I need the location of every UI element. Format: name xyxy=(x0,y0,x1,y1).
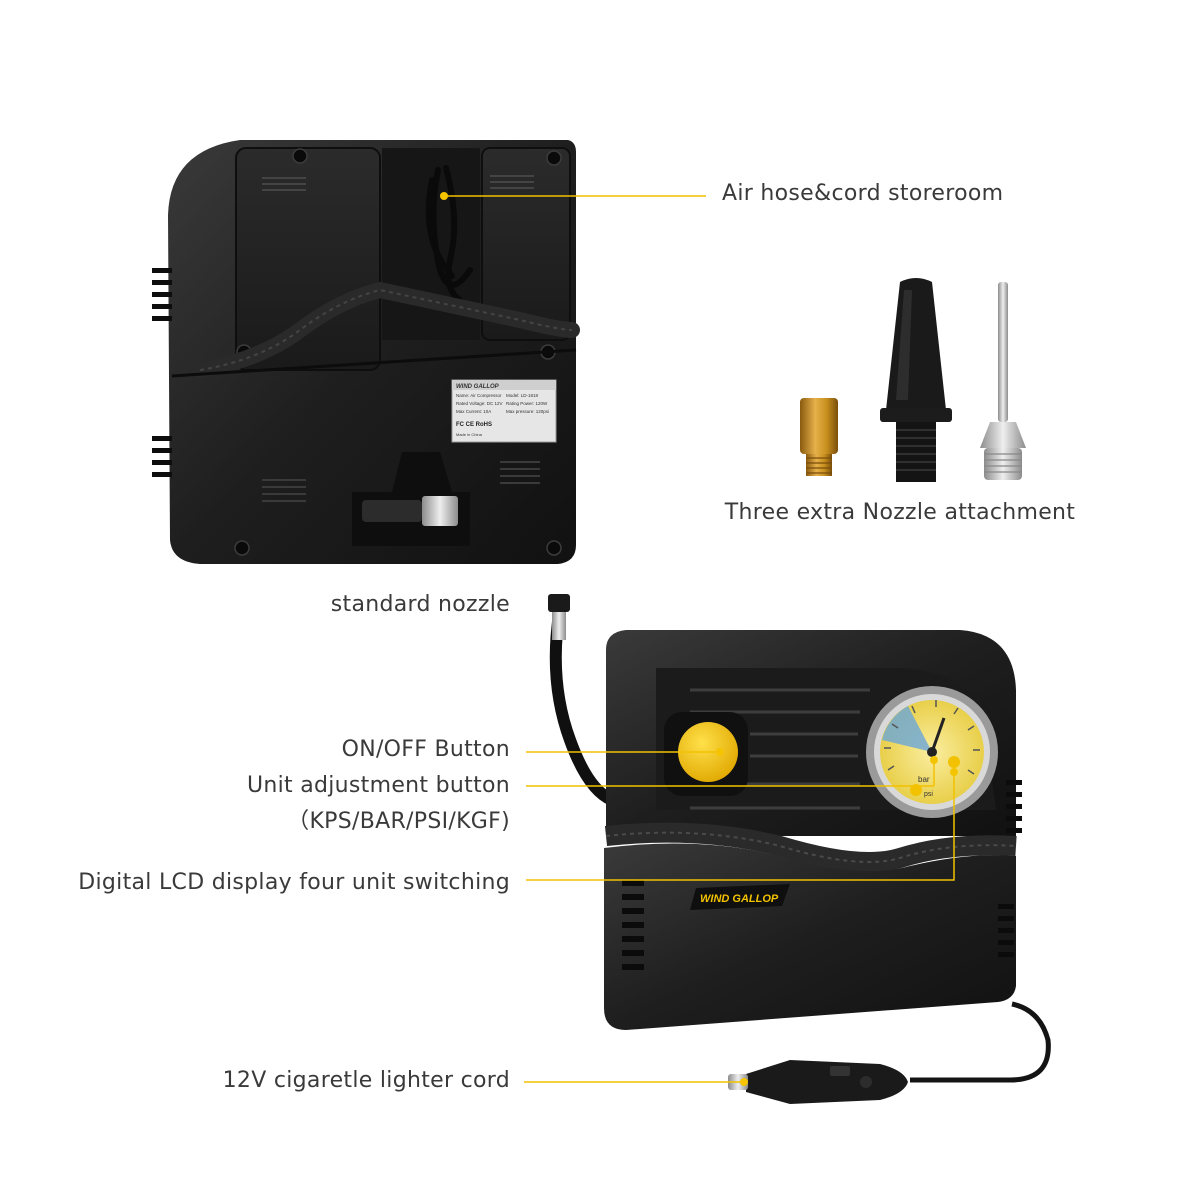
compressor-back-view xyxy=(152,140,580,564)
label-plate-name: Name: Air Compressor xyxy=(456,393,502,398)
label-plate-origin: Made in China xyxy=(456,432,483,437)
brass-adapter xyxy=(800,398,838,476)
lcd-label: Digital LCD display four unit switching xyxy=(78,870,510,895)
gauge-unit-psi: psi xyxy=(924,791,933,798)
cord-label: 12V cigaretle lighter cord xyxy=(222,1068,510,1093)
on-off-button-graphic xyxy=(664,712,748,796)
callout-lines xyxy=(444,195,955,1083)
unit-adjust-label: Unit adjustment button xyxy=(246,773,510,798)
standard-nozzle-label: standard nozzle xyxy=(330,592,510,617)
label-plate-current: Max Current: 10A xyxy=(456,409,491,414)
on-off-label: ON/OFF Button xyxy=(341,737,510,762)
label-plate-brand: WIND GALLOP xyxy=(456,384,500,390)
nozzle-attachments xyxy=(800,278,1026,482)
unit-list-label: （KPS/BAR/PSI/KGF) xyxy=(287,809,510,834)
label-plate-power: Rating Power: 120W xyxy=(506,401,548,406)
storeroom-label: Air hose&cord storeroom xyxy=(722,181,1004,206)
brand-logo-front: WIND GALLOP xyxy=(700,893,779,905)
cigarette-plug xyxy=(728,1060,908,1104)
pressure-gauge xyxy=(866,686,998,818)
lcd-callout-line xyxy=(526,772,955,881)
cone-nozzle xyxy=(880,278,952,482)
spec-label-plate xyxy=(451,379,557,443)
callout-dots xyxy=(440,192,958,1086)
label-plate-model: Model: LD-1818 xyxy=(506,393,539,398)
label-plate-pressure: Max pressure: 120psi xyxy=(506,409,549,414)
ball-needle xyxy=(980,282,1026,480)
label-plate-cert: FC CE RoHS xyxy=(456,422,492,428)
gauge-unit-bar: bar xyxy=(918,775,930,784)
nozzles-label: Three extra Nozzle attachment xyxy=(724,500,1076,525)
compressor-front-view xyxy=(548,594,1051,1104)
label-plate-voltage: Rated Voltage: DC 12V xyxy=(456,401,503,406)
